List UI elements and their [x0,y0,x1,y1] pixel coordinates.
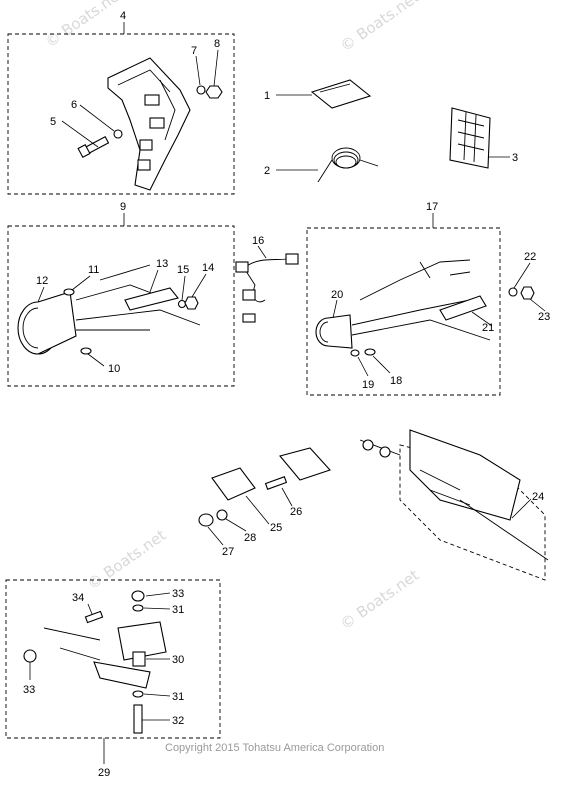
callout-20: 20 [331,289,343,301]
washer-28 [216,509,228,521]
nut-33-lower [23,649,37,663]
callout-4: 4 [120,10,126,22]
bracket-26-upper [279,447,331,481]
link-29 [43,627,101,661]
bracket-21 [439,295,487,321]
clip-18 [364,348,376,356]
bolt-34 [84,610,104,624]
washer-22 [508,287,518,297]
label-plate-3 [449,107,491,169]
nut-27 [198,513,214,527]
group-box-4 [7,33,235,195]
group-box-29 [5,579,221,739]
callout-33-upper: 33 [172,588,184,600]
leader-lines [29,22,546,764]
cable-coil-2 [317,147,379,183]
stud-26 [264,476,288,490]
bracket-assembly [107,57,191,191]
callout-10: 10 [108,363,120,375]
callout-25: 25 [270,522,282,534]
callout-24: 24 [532,491,544,503]
bolt-32 [133,704,143,734]
callout-31-lower: 31 [172,691,184,703]
callout-15: 15 [177,264,189,276]
callout-14: 14 [202,262,214,274]
callout-3: 3 [512,152,518,164]
callout-16: 16 [252,235,264,247]
tachometer-12 [17,291,77,355]
callout-18: 18 [390,375,402,387]
callout-9: 9 [120,201,126,213]
callout-6: 6 [71,99,77,111]
collar-30 [132,651,146,667]
clip-19 [350,349,360,357]
nut-8 [205,85,223,99]
callout-26: 26 [290,506,302,518]
harness-17 [351,259,491,341]
callout-11: 11 [88,264,99,276]
callout-34: 34 [72,592,84,604]
callout-22: 22 [524,251,536,263]
callout-33-lower: 33 [23,684,35,696]
washer-15 [177,299,187,309]
callouts: 1 2 3 4 5 6 7 8 9 10 11 12 13 14 15 16 1… [23,10,550,779]
washer-6 [113,129,123,139]
pouch-1 [310,79,372,109]
callout-19: 19 [362,379,374,391]
copyright-notice: Copyright 2015 Tohatsu America Corporati… [165,742,385,754]
bracket-25 [211,467,256,501]
engine-mount-24 [359,429,549,561]
callout-23: 23 [538,311,550,323]
watermark: © Boats.net [84,526,169,593]
callout-17: 17 [426,201,438,213]
watermark: © Boats.net [42,0,127,51]
clip-11 [63,288,75,296]
lever-29 [93,661,151,689]
group-box-17 [306,227,501,396]
callout-2: 2 [264,165,270,177]
washer-31-lower [132,690,144,698]
watermark: © Boats.net [337,566,422,633]
gauge-20 [315,314,353,349]
clip-10 [80,347,92,355]
callout-12: 12 [36,275,48,287]
group-box-9 [7,225,235,387]
group-box-24 [399,444,546,581]
callout-32: 32 [172,715,184,727]
callout-30: 30 [172,654,184,666]
callout-8: 8 [214,38,220,50]
callout-27: 27 [222,546,234,558]
callout-29: 29 [98,767,110,779]
nut-33-upper [131,590,145,602]
callout-7: 7 [191,45,197,57]
bracket-13 [124,287,179,311]
bracket-29 [117,621,167,661]
callout-13: 13 [156,258,168,270]
callout-1: 1 [264,90,270,102]
washer-31-upper [132,604,144,612]
callout-31-upper: 31 [172,604,184,616]
nut-14 [184,296,199,310]
bolt-5 [77,135,110,159]
callout-21: 21 [482,322,494,334]
wire-harness-16 [235,253,299,323]
harness-13 [75,264,201,331]
nut-23 [520,286,535,300]
watermark: © Boats.net [337,0,422,55]
washer-7 [196,85,206,95]
callout-5: 5 [50,116,56,128]
callout-28: 28 [244,532,256,544]
